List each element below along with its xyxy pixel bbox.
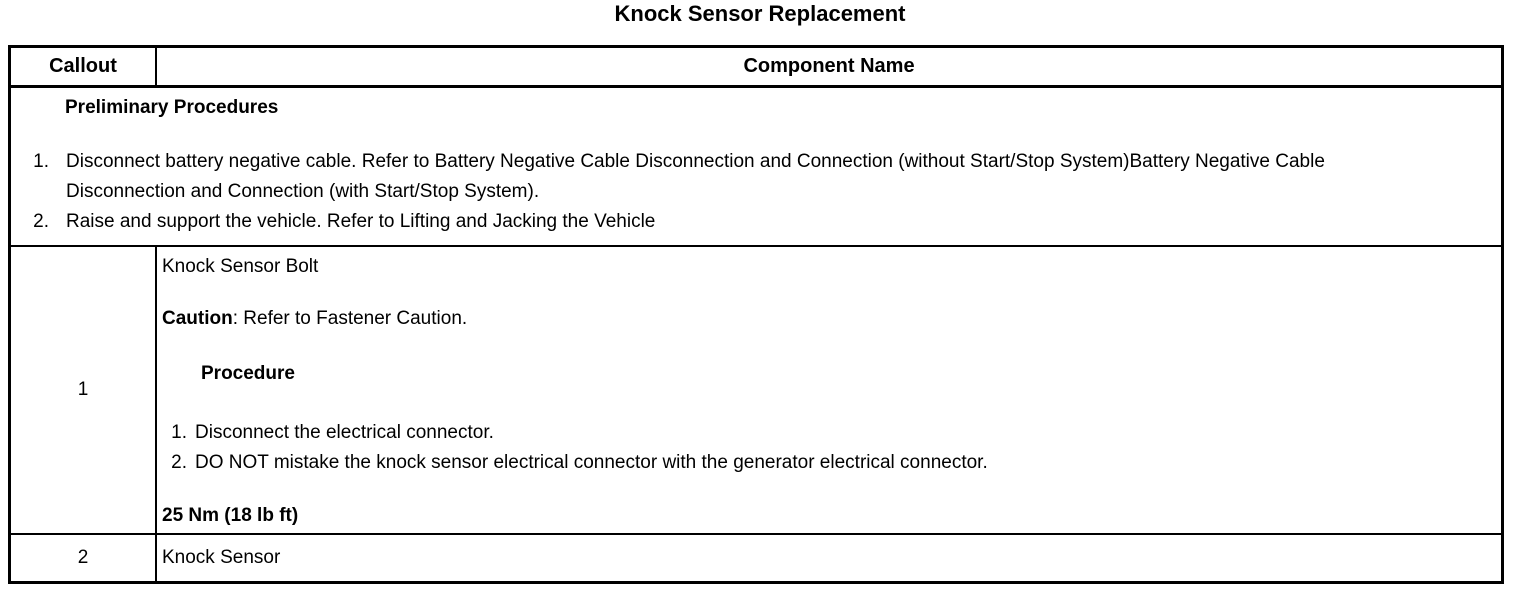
list-item: 2. Raise and support the vehicle. Refer … — [11, 207, 1489, 237]
component-cell: Knock Sensor Bolt Caution: Refer to Fast… — [157, 247, 1501, 533]
callout-number: 1 — [11, 247, 157, 533]
preliminary-procedures-heading: Preliminary Procedures — [65, 97, 279, 118]
page-title: Knock Sensor Replacement — [614, 1, 906, 26]
list-item-number: 2. — [33, 211, 49, 232]
component-name: Knock Sensor — [162, 547, 281, 568]
caution-text: : Refer to Fastener Caution. — [232, 308, 468, 329]
list-item-text: Disconnect the electrical connector. — [195, 422, 494, 443]
table-row: 1 Knock Sensor Bolt Caution: Refer to Fa… — [11, 247, 1501, 535]
callout-number: 2 — [11, 535, 157, 581]
list-item-text: DO NOT mistake the knock sensor electric… — [195, 452, 988, 473]
preliminary-procedures-row: Preliminary Procedures 1. Disconnect bat… — [11, 88, 1501, 247]
list-item: 1. Disconnect the electrical connector. — [162, 418, 1489, 448]
table-row: 2 Knock Sensor — [11, 535, 1501, 581]
list-item-text: Raise and support the vehicle. Refer to … — [66, 211, 656, 232]
preliminary-procedures-list: 1. Disconnect battery negative cable. Re… — [11, 147, 1489, 237]
list-item-number: 2. — [171, 452, 187, 473]
procedure-heading: Procedure — [201, 363, 295, 384]
procedure-list: 1. Disconnect the electrical connector. … — [162, 418, 1489, 478]
list-item: 1. Disconnect battery negative cable. Re… — [11, 147, 1489, 207]
list-item-text: Disconnect battery negative cable. Refer… — [66, 151, 1325, 202]
list-item-number: 1. — [171, 422, 187, 443]
caution-note: Caution: Refer to Fastener Caution. — [162, 308, 1489, 330]
list-item: 2. DO NOT mistake the knock sensor elect… — [162, 448, 1489, 478]
caution-label: Caution — [162, 308, 233, 329]
header-callout: Callout — [11, 48, 157, 85]
header-component-name: Component Name — [743, 55, 915, 77]
list-item-number: 1. — [33, 151, 49, 172]
preliminary-procedures-cell: Preliminary Procedures 1. Disconnect bat… — [11, 88, 1501, 245]
component-table: Callout Component Name Preliminary Proce… — [8, 45, 1504, 584]
torque-spec: 25 Nm (18 lb ft) — [162, 505, 299, 526]
table-header-row: Callout Component Name — [11, 48, 1501, 88]
component-name: Knock Sensor Bolt — [162, 256, 319, 277]
